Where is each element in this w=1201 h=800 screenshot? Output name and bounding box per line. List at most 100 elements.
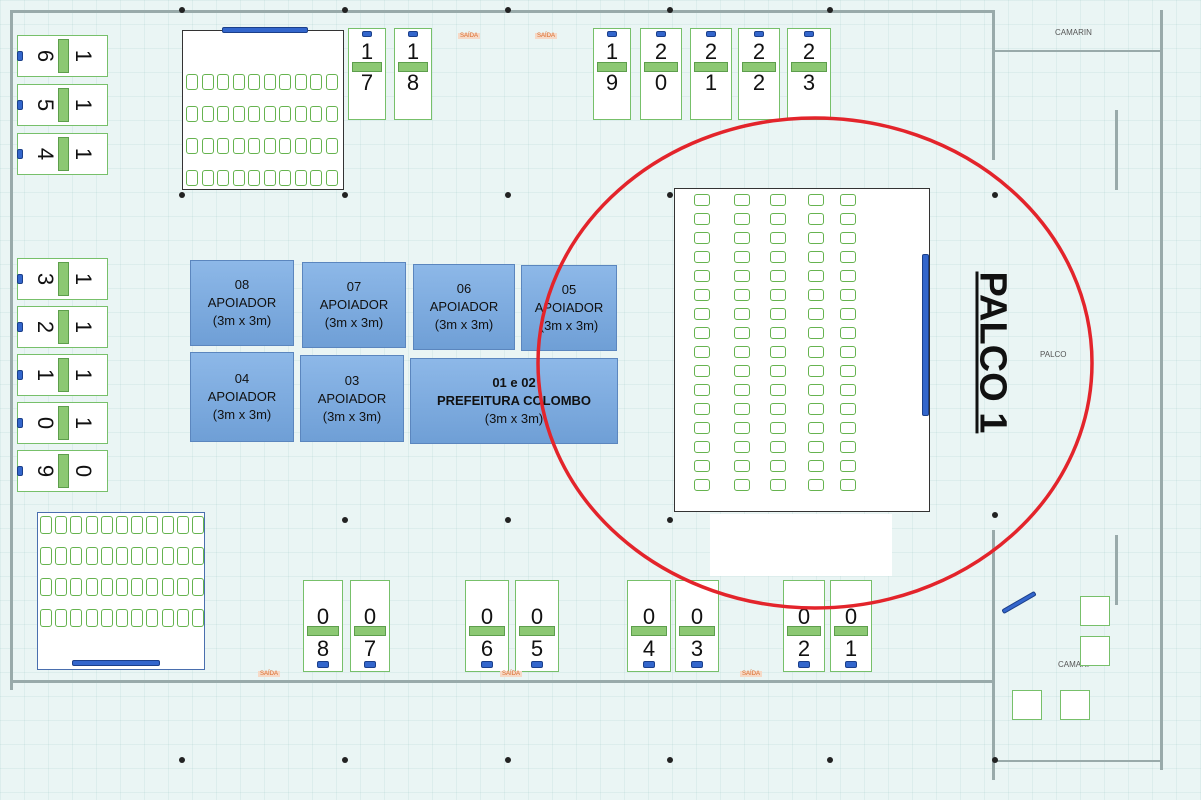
seat	[770, 308, 786, 320]
supporter-07[interactable]: 07 APOIADOR (3m x 3m)	[302, 262, 406, 348]
seat	[840, 213, 856, 225]
seat	[100, 547, 113, 565]
stage-gap	[710, 514, 892, 576]
stall-bar	[58, 88, 69, 122]
supporter-size: (3m x 3m)	[484, 411, 544, 426]
stall-number-digit: 1	[71, 49, 96, 63]
seat	[694, 270, 710, 282]
seat	[694, 232, 710, 244]
stall-top[interactable]	[593, 28, 631, 120]
stall-number-digit: 8	[406, 70, 420, 95]
stall-marker	[706, 31, 716, 37]
seat	[100, 516, 113, 534]
stage-edge	[922, 254, 929, 416]
supporter-num: 03	[344, 372, 360, 388]
supporter-03[interactable]: 03 APOIADOR (3m x 3m)	[300, 355, 404, 442]
stall-number-digit: 2	[802, 39, 816, 64]
stall-number-digit: 6	[33, 49, 58, 63]
column	[342, 7, 348, 13]
stall-top[interactable]	[394, 28, 432, 120]
seat	[176, 547, 189, 565]
stall-number-digit: 0	[33, 416, 58, 430]
door-bar	[1001, 590, 1037, 615]
seat	[279, 170, 291, 186]
stall-bar	[307, 626, 339, 636]
seat	[294, 74, 307, 90]
seat	[808, 422, 824, 434]
stall-top[interactable]	[348, 28, 386, 120]
seat	[808, 232, 824, 244]
room-box	[1060, 690, 1090, 720]
stall-number-digit: 0	[797, 604, 811, 629]
seat	[131, 609, 144, 627]
seat	[808, 441, 824, 453]
seat	[734, 213, 750, 225]
room-box	[1080, 596, 1110, 626]
seat	[146, 609, 159, 627]
wall-inner-right-top	[1115, 110, 1118, 190]
supporter-name: APOIADOR	[429, 299, 499, 314]
seat	[694, 194, 710, 206]
seat	[734, 270, 750, 282]
room-box	[1080, 636, 1110, 666]
seat	[694, 460, 710, 472]
supporter-name: APOIADOR	[319, 297, 389, 312]
seat	[840, 308, 856, 320]
wall-top	[10, 10, 995, 13]
stall-number-digit: 8	[316, 636, 330, 661]
stall-bar	[644, 62, 678, 72]
supporter-num: 07	[346, 279, 362, 294]
seat	[770, 232, 786, 244]
stall-marker	[754, 31, 764, 37]
stall-number-digit: 6	[480, 636, 494, 661]
stall-number-digit: 1	[605, 39, 619, 64]
stall-top[interactable]	[787, 28, 831, 120]
stall-number-digit: 1	[33, 368, 58, 382]
seat	[161, 578, 174, 596]
stage-bar-top	[222, 27, 308, 33]
seat	[808, 270, 824, 282]
seat	[186, 106, 198, 122]
seat	[840, 346, 856, 358]
seat	[840, 251, 856, 263]
seat	[55, 578, 68, 596]
supporter-05[interactable]: 05 APOIADOR (3m x 3m)	[521, 265, 617, 351]
stall-number-digit: 0	[690, 604, 704, 629]
seat	[808, 346, 824, 358]
seat	[840, 289, 856, 301]
stall-marker	[804, 31, 814, 37]
stall-top[interactable]	[640, 28, 682, 120]
seat	[694, 308, 710, 320]
supporter-06[interactable]: 06 APOIADOR (3m x 3m)	[413, 264, 515, 350]
wall-right-stage	[992, 10, 995, 160]
stall-marker	[408, 31, 418, 37]
stall-top[interactable]	[738, 28, 780, 120]
seat	[116, 609, 128, 627]
seat	[694, 346, 710, 358]
seat	[325, 138, 338, 154]
seat	[808, 213, 824, 225]
seat	[232, 138, 245, 154]
seat	[734, 308, 750, 320]
seat	[176, 516, 189, 534]
exit-label: SAÍDA	[535, 33, 558, 39]
supporter-08[interactable]: 08 APOIADOR (3m x 3m)	[190, 260, 294, 346]
stall-number-digit: 0	[480, 604, 494, 629]
stall-bar	[787, 626, 821, 636]
exit-label: SAÍDA	[740, 671, 763, 677]
seat	[186, 170, 198, 186]
seat	[840, 460, 856, 472]
exit-label: SAÍDA	[458, 33, 481, 39]
seat	[734, 346, 750, 358]
seat	[55, 516, 68, 534]
stall-bar	[519, 626, 555, 636]
seat	[840, 365, 856, 377]
supporter-04[interactable]: 04 APOIADOR (3m x 3m)	[190, 352, 294, 442]
seat	[248, 170, 260, 186]
stall-number-digit: 9	[33, 464, 58, 478]
stall-number-digit: 5	[530, 636, 544, 661]
supporter-01-02[interactable]: 01 e 02 PREFEITURA COLOMBO (3m x 3m)	[410, 358, 618, 444]
stall-marker	[798, 661, 810, 668]
camarin-top-label: CAMARIN	[1055, 28, 1092, 37]
column	[827, 7, 833, 13]
